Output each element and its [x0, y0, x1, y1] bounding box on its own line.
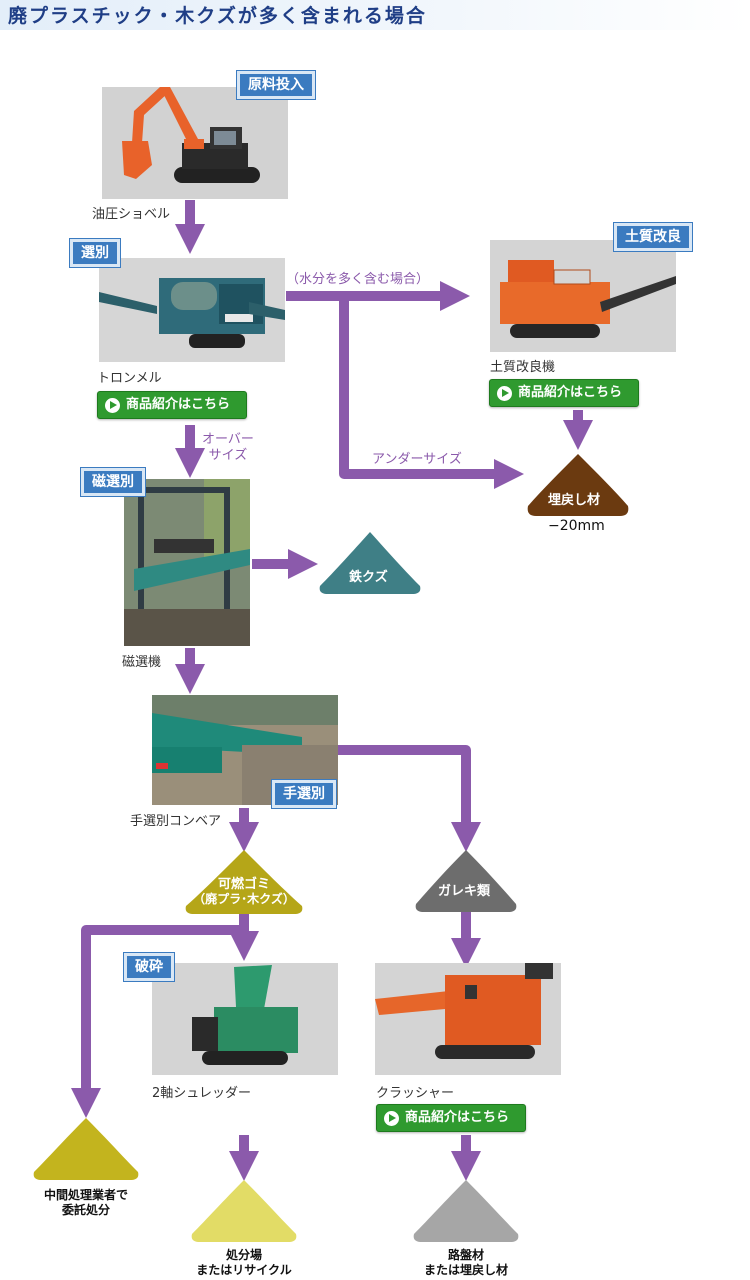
- rubble-label: ガレキ類: [438, 884, 491, 899]
- caption-soil-improver: 土質改良機: [490, 360, 556, 375]
- trommel-product-link-label: 商品紹介はこちら: [126, 397, 231, 412]
- combustible-label-line1: 可燃ゴミ: [217, 877, 270, 892]
- excavator-photo: [102, 87, 288, 199]
- soil-improver-product-link-label: 商品紹介はこちら: [518, 385, 623, 400]
- outsourced-label-line1: 中間処理業者で: [43, 1188, 128, 1202]
- outsourced-label: 中間処理業者で 委託処分: [26, 1188, 146, 1218]
- caption-magnet: 磁選機: [122, 655, 162, 670]
- outsourced-pile: [33, 1118, 139, 1180]
- tag-magnetic: 磁選別: [80, 467, 146, 497]
- soil-improver-photo: [490, 240, 676, 352]
- caption-shredder: 2軸シュレッダー: [152, 1086, 252, 1101]
- play-icon: [497, 385, 512, 401]
- play-icon: [384, 1110, 399, 1126]
- backfill-pile: [527, 454, 629, 516]
- tag-soil-improvement: 土質改良: [613, 222, 693, 252]
- caption-conveyor: 手選別コンベア: [130, 814, 222, 829]
- landfill-label-line2: またはリサイクル: [196, 1263, 292, 1277]
- iron-label: 鉄クズ: [349, 570, 388, 585]
- play-icon: [105, 397, 120, 413]
- tag-hand-sorting: 手選別: [271, 779, 337, 809]
- rubble-pile: [415, 850, 517, 912]
- roadbed-pile: [413, 1180, 519, 1242]
- page-title: 廃プラスチック・木クズが多く含まれる場合: [8, 5, 427, 27]
- crusher-illustration: [375, 963, 561, 1075]
- iron-scrap-pile: [319, 532, 421, 594]
- crusher-photo: [375, 963, 561, 1075]
- shredder-photo: [152, 963, 338, 1075]
- arrow-undersize-to-backfill: [339, 296, 525, 489]
- outsourced-label-line2: 委託処分: [61, 1203, 110, 1217]
- crusher-product-link-label: 商品紹介はこちら: [405, 1110, 510, 1125]
- label-high-moisture: （水分を多く含む場合）: [286, 272, 430, 287]
- caption-trommel: トロンメル: [97, 371, 162, 386]
- label-oversize-line1: オーバー: [202, 432, 254, 447]
- roadbed-label-line1: 路盤材: [447, 1248, 484, 1262]
- arrow-conveyor-to-rubble: [338, 745, 481, 853]
- arrow-combustible-to-outsourced: [71, 912, 249, 1119]
- landfill-label-line1: 処分場: [225, 1248, 262, 1262]
- backfill-size: −20mm: [548, 518, 605, 534]
- conveyor-photo: [152, 695, 338, 805]
- combustible-label: 可燃ゴミ （廃プラ･木クズ）: [192, 877, 296, 907]
- caption-excavator: 油圧ショベル: [92, 207, 171, 222]
- shredder-illustration: [152, 963, 338, 1075]
- label-oversize-line2: サイズ: [208, 448, 248, 463]
- backfill-label: 埋戻し材: [548, 493, 601, 508]
- label-oversize: オーバー サイズ: [202, 432, 254, 464]
- trommel-photo: [99, 258, 285, 362]
- landfill-label: 処分場 またはリサイクル: [184, 1248, 304, 1278]
- soil-improver-illustration: [490, 240, 676, 352]
- roadbed-label-line2: または埋戻し材: [423, 1263, 508, 1277]
- roadbed-label: 路盤材 または埋戻し材: [406, 1248, 526, 1278]
- trommel-illustration: [99, 258, 285, 362]
- trommel-product-link[interactable]: 商品紹介はこちら: [97, 391, 247, 419]
- label-undersize: アンダーサイズ: [372, 452, 462, 467]
- combustible-label-line2: （廃プラ･木クズ）: [193, 892, 295, 906]
- combustible-pile: [185, 850, 303, 914]
- tag-crushing: 破砕: [123, 952, 175, 982]
- crusher-product-link[interactable]: 商品紹介はこちら: [376, 1104, 526, 1132]
- excavator-illustration: [122, 87, 260, 183]
- soil-improver-product-link[interactable]: 商品紹介はこちら: [489, 379, 639, 407]
- tag-raw-input: 原料投入: [236, 70, 316, 100]
- tag-sorting: 選別: [69, 238, 121, 268]
- caption-crusher: クラッシャー: [376, 1086, 455, 1101]
- magnet-illustration: [124, 479, 250, 646]
- magnet-photo: [124, 479, 250, 646]
- page-header: 廃プラスチック・木クズが多く含まれる場合: [0, 0, 750, 30]
- landfill-pile: [191, 1180, 297, 1242]
